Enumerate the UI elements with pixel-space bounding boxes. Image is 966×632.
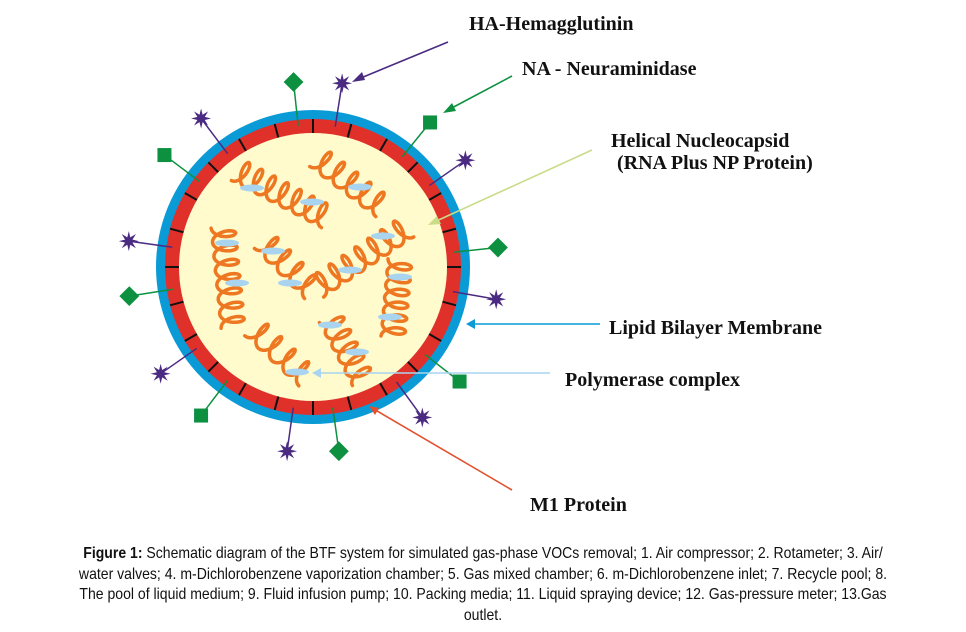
m1-arrowhead-icon — [369, 406, 379, 415]
spike-stem — [200, 379, 229, 416]
label-polymerase-complex: Polymerase complex — [565, 369, 740, 391]
caption-line-3: The pool of liquid medium; 9. Fluid infu… — [79, 586, 887, 604]
m1-tick — [273, 396, 280, 411]
caption-text: Schematic diagram of the BTF system for … — [142, 545, 883, 562]
m1-tick — [273, 123, 280, 138]
polymerase-complex-icon — [318, 321, 342, 329]
rna-helix — [252, 235, 318, 301]
hemagglutinin-star-icon — [277, 441, 298, 462]
hemagglutinin-star-icon — [412, 407, 433, 428]
m1-tick — [238, 382, 247, 396]
polymerase-complex-icon — [278, 279, 302, 287]
polymerase-complex-icon — [345, 348, 369, 356]
hemagglutinin-star-icon — [150, 363, 171, 384]
ha-arrowhead-icon — [352, 72, 365, 82]
m1-tick — [346, 123, 353, 138]
spike-stem — [160, 347, 198, 375]
m1-tick — [379, 382, 388, 396]
figure-caption: Figure 1: Schematic diagram of the BTF s… — [12, 544, 953, 627]
m1-tick — [407, 361, 419, 373]
polymerase-complex-icon — [261, 247, 285, 255]
m1-tick — [442, 300, 457, 307]
m1-tick — [379, 138, 388, 152]
spike-stem — [334, 83, 343, 127]
lipid-arrowhead-icon — [466, 319, 475, 329]
polymerase-complex-icon — [285, 368, 309, 376]
polymerase-complex-icon — [388, 273, 412, 281]
rna-helix — [209, 226, 247, 330]
spike-stem — [452, 290, 497, 301]
polymerase-arrowhead-icon — [312, 368, 321, 378]
na-arrow — [447, 75, 513, 111]
label-na-neuraminidase: NA - Neuraminidase — [522, 58, 697, 80]
rna-helix — [308, 150, 386, 219]
annotation-arrows — [312, 41, 600, 491]
caption-line-1: Figure 1: Schematic diagram of the BTF s… — [12, 544, 953, 565]
spike-stem — [292, 81, 299, 126]
m1-tick — [346, 396, 353, 411]
rna-helix — [243, 322, 311, 388]
spike-stem — [129, 288, 173, 297]
m1-tick — [184, 192, 198, 201]
polymerase-complex-icon — [240, 184, 264, 192]
m1-tick — [207, 361, 219, 373]
spike-stems — [128, 81, 499, 452]
spike-stem — [424, 353, 461, 383]
polymerase-complex-icon — [215, 239, 239, 247]
label-m1-protein: M1 Protein — [530, 494, 627, 516]
m1-arrow — [371, 407, 513, 491]
helical-arrowhead-icon — [428, 216, 441, 225]
m1-tick — [207, 161, 219, 173]
m1-tick — [169, 300, 184, 307]
polymerase-complex-icon — [371, 232, 395, 240]
m1-tick — [184, 333, 198, 342]
m1-segment-ticks — [165, 119, 461, 415]
virion — [118, 72, 508, 462]
helical-arrow — [431, 149, 593, 224]
spike-stem — [128, 240, 173, 248]
polymerase-complex-icon — [348, 183, 372, 191]
rna-helix — [314, 219, 416, 299]
caption-line-4: outlet. — [463, 607, 503, 625]
caption-line-2: water valves; 4. m-Dichlorobenzene vapor… — [78, 565, 888, 583]
m1-tick — [442, 227, 457, 234]
label-helical-nucleocapsid: Helical Nucleocapsid — [611, 130, 789, 152]
label-lipid-bilayer: Lipid Bilayer Membrane — [609, 317, 822, 339]
spike-stem — [395, 381, 423, 418]
m1-tick — [169, 227, 184, 234]
spike-stem — [454, 246, 499, 253]
label-ha-hemagglutinin: HA-Hemagglutinin — [469, 13, 633, 35]
hemagglutinin-star-icon — [486, 289, 507, 310]
ha-arrow — [355, 41, 449, 81]
na-arrowhead-icon — [443, 103, 456, 113]
spike-stem — [164, 154, 201, 183]
hemagglutinin-star-icon — [118, 231, 139, 252]
caption-prefix: Figure 1: — [83, 545, 143, 562]
spike-stem — [332, 407, 340, 452]
spike-stem — [428, 159, 466, 187]
m1-tick — [428, 333, 442, 342]
spike-stem — [401, 121, 431, 158]
m1-tick — [428, 192, 442, 201]
virion-core — [179, 133, 447, 401]
polymerase-complex-icon — [225, 279, 249, 287]
polymerase-complex-icon — [338, 266, 362, 274]
hemagglutinin-star-icon — [455, 150, 476, 171]
rna-helix — [379, 257, 414, 338]
m1-tick — [407, 161, 419, 173]
label-rna-np-protein: (RNA Plus NP Protein) — [617, 152, 813, 174]
m1-tick — [238, 138, 247, 152]
polymerase-complexes — [215, 183, 412, 376]
polymerase-complex-icon — [378, 313, 402, 321]
spike-stem — [200, 118, 229, 155]
polymerase-complex-icon — [300, 198, 324, 206]
spike-stem — [286, 407, 294, 452]
virus-diagram: HA-Hemagglutinin NA - Neuraminidase Heli… — [118, 13, 822, 516]
